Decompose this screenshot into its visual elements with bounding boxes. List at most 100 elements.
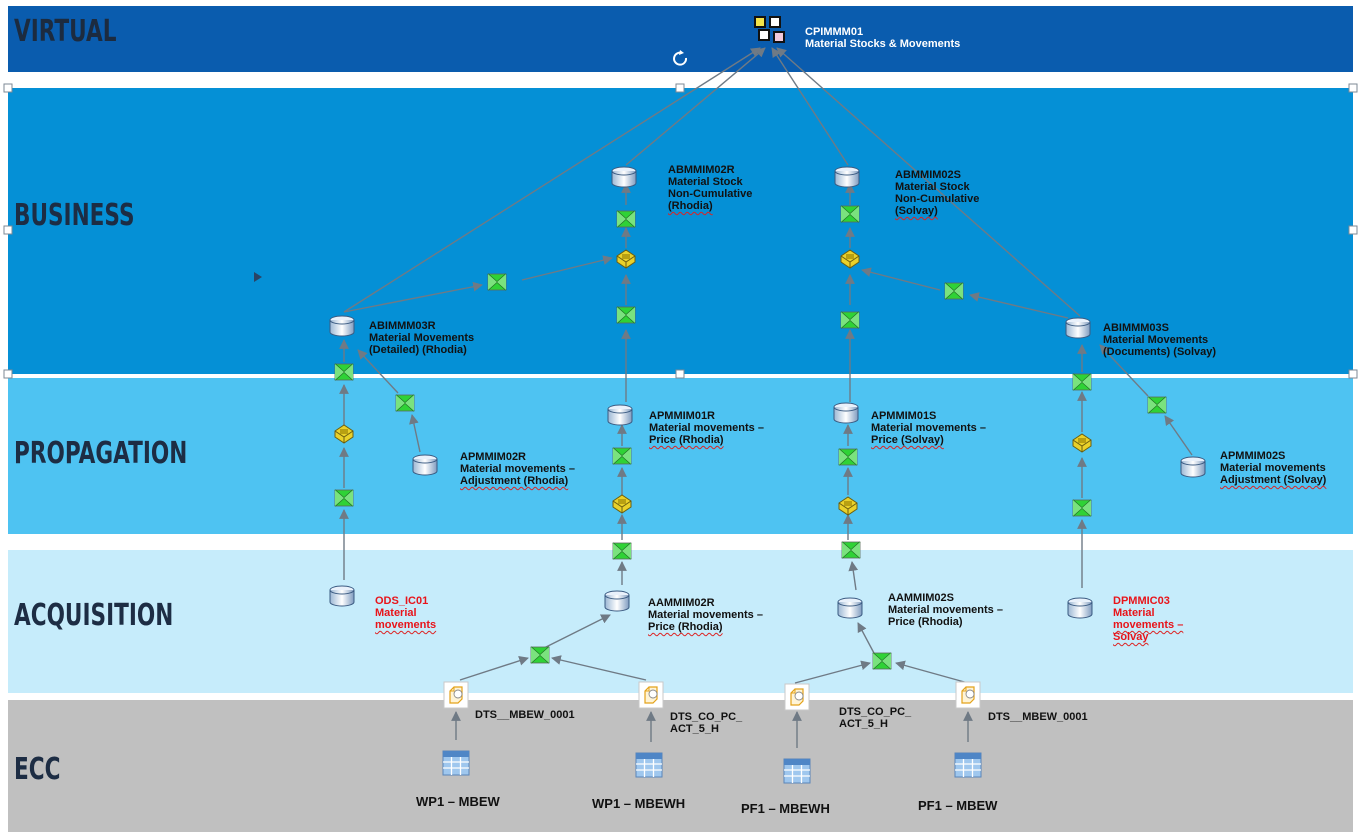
node-desc-1: Material movements – [648, 609, 763, 621]
multiprovider-icon [754, 16, 785, 43]
node-id: ABMMIM02R [668, 164, 735, 176]
node-apmmim01s: APMMIM01S Material movements – Price (So… [871, 410, 986, 446]
node-desc-1: Material [375, 607, 417, 619]
transformation-icon[interactable] [872, 652, 892, 670]
dso-icon-apmmim02s[interactable] [1180, 456, 1206, 478]
node-aammim02r: AAMMIM02R Material movements – Price (Rh… [648, 597, 763, 633]
node-desc-2: Non-Cumulative [668, 188, 753, 200]
transformation-icon[interactable] [395, 394, 415, 412]
node-desc-1: Material movements [1220, 462, 1326, 474]
node-desc-1: Material movements – [871, 422, 986, 434]
node-desc-1: Material [1113, 607, 1155, 619]
node-desc-2: Adjustment (Rhodia) [460, 475, 569, 487]
datasource-ds4: DTS__MBEW_0001 [988, 711, 1088, 723]
dtp-icon[interactable] [838, 496, 858, 516]
dtp-icon[interactable] [334, 424, 354, 444]
dtp-icon[interactable] [612, 494, 632, 514]
table-t2-label: WP1 – MBEWH [592, 796, 686, 811]
node-desc-2: (Detailed) (Rhodia) [369, 344, 467, 356]
node-desc-2: (Documents) (Solvay) [1103, 346, 1217, 358]
transformation-icon[interactable] [1072, 499, 1092, 517]
datasource-label-2: ACT_5_H [670, 723, 719, 735]
transformation-icon[interactable] [838, 448, 858, 466]
dtp-icon[interactable] [840, 249, 860, 269]
datasource-icon[interactable] [784, 683, 810, 711]
node-desc-3: Solvay [1113, 631, 1149, 643]
datasource-label: DTS__MBEW_0001 [475, 709, 575, 721]
transformation-icon[interactable] [616, 306, 636, 324]
table-icon[interactable] [635, 752, 663, 778]
transformation-icon[interactable] [1072, 373, 1092, 391]
node-desc-3: (Rhodia) [668, 200, 713, 212]
dso-icon-ods-ic01[interactable] [329, 585, 355, 607]
node-desc-1: Material Movements [1103, 334, 1209, 346]
dtp-icon[interactable] [616, 249, 636, 269]
business-layer-label: BUSINESS [14, 198, 135, 233]
node-desc-1: Material movements – [888, 604, 1003, 616]
transformation-icon[interactable] [612, 542, 632, 560]
dso-icon-apmmim01r[interactable] [607, 404, 633, 426]
transformation-icon[interactable] [487, 273, 507, 291]
dso-icon-aammim02r[interactable] [604, 590, 630, 612]
node-abmmim02r: ABMMIM02R Material Stock Non-Cumulative … [668, 164, 752, 212]
transformation-icon[interactable] [944, 282, 964, 300]
node-id: ODS_IC01 [375, 595, 429, 607]
datasource-label: DTS__MBEW_0001 [988, 711, 1088, 723]
selection-handles [3, 83, 1358, 379]
virtual-layer-label: VIRTUAL [14, 14, 117, 49]
node-id: APMMIM01S [871, 410, 937, 422]
dso-icon-aammim02s[interactable] [837, 597, 863, 619]
transformation-icon[interactable] [616, 210, 636, 228]
transformation-icon[interactable] [840, 311, 860, 329]
transformation-icon[interactable] [334, 489, 354, 507]
virtual-layer [8, 6, 1353, 72]
rotate-handle-icon[interactable] [673, 51, 688, 66]
table-icon[interactable] [442, 750, 470, 776]
node-abimmm03s: ABIMMM03S Material Movements (Documents)… [1103, 322, 1216, 358]
node-desc-2: Price (Rhodia) [649, 434, 724, 446]
propagation-layer [8, 378, 1353, 534]
dso-icon-apmmim01s[interactable] [833, 402, 859, 424]
node-aammim02s: AAMMIM02S Material movements – Price (Rh… [888, 592, 1003, 628]
transformation-icon[interactable] [841, 541, 861, 559]
transformation-icon[interactable] [612, 447, 632, 465]
node-apmmim02s: APMMIM02S Material movements Adjustment … [1220, 450, 1326, 486]
table-t1-label: WP1 – MBEW [416, 794, 500, 809]
transformation-icon[interactable] [1147, 396, 1167, 414]
cube-icon-abimmm03s[interactable] [1065, 317, 1091, 339]
ecc-layer [8, 700, 1353, 832]
dso-icon-dpmmic03[interactable] [1067, 597, 1093, 619]
node-id: ABIMMM03S [1103, 322, 1170, 334]
node-desc-1: Material Stock [668, 176, 743, 188]
table-icon[interactable] [783, 758, 811, 784]
node-desc-2: movements [375, 619, 437, 631]
node-id: APMMIM02R [460, 451, 527, 463]
node-desc-2: Price (Solvay) [871, 434, 944, 446]
node-id: APMMIM01R [649, 410, 716, 422]
datasource-icon[interactable] [638, 681, 664, 709]
table-t3-label: PF1 – MBEWH [741, 801, 830, 816]
play-marker-icon [254, 272, 262, 282]
node-id: DPMMIC03 [1113, 595, 1170, 607]
node-abmmim02s: ABMMIM02S Material Stock Non-Cumulative … [895, 169, 979, 217]
cube-icon-abmmim02r[interactable] [611, 166, 637, 188]
datasource-label-2: ACT_5_H [839, 718, 888, 730]
node-ods-ic01: ODS_IC01 Material movements [375, 595, 436, 631]
transformation-icon[interactable] [334, 363, 354, 381]
table-icon[interactable] [954, 752, 982, 778]
cube-icon-abmmim02s[interactable] [834, 166, 860, 188]
datasource-icon[interactable] [443, 681, 469, 709]
acquisition-layer-label: ACQUISITION [14, 598, 174, 633]
ecc-layer-label: ECC [14, 752, 61, 787]
propagation-layer-label: PROPAGATION [14, 436, 188, 471]
datasource-icon[interactable] [955, 681, 981, 709]
node-desc-2: Adjustment (Solvay) [1220, 474, 1327, 486]
cube-icon-abimmm03r[interactable] [329, 315, 355, 337]
node-desc-1: Material Movements [369, 332, 475, 344]
dso-icon-apmmim02r[interactable] [412, 454, 438, 476]
datasource-label-1: DTS_CO_PC_ [839, 706, 912, 718]
transformation-icon[interactable] [530, 646, 550, 664]
transformation-icon[interactable] [840, 205, 860, 223]
dtp-icon[interactable] [1072, 433, 1092, 453]
